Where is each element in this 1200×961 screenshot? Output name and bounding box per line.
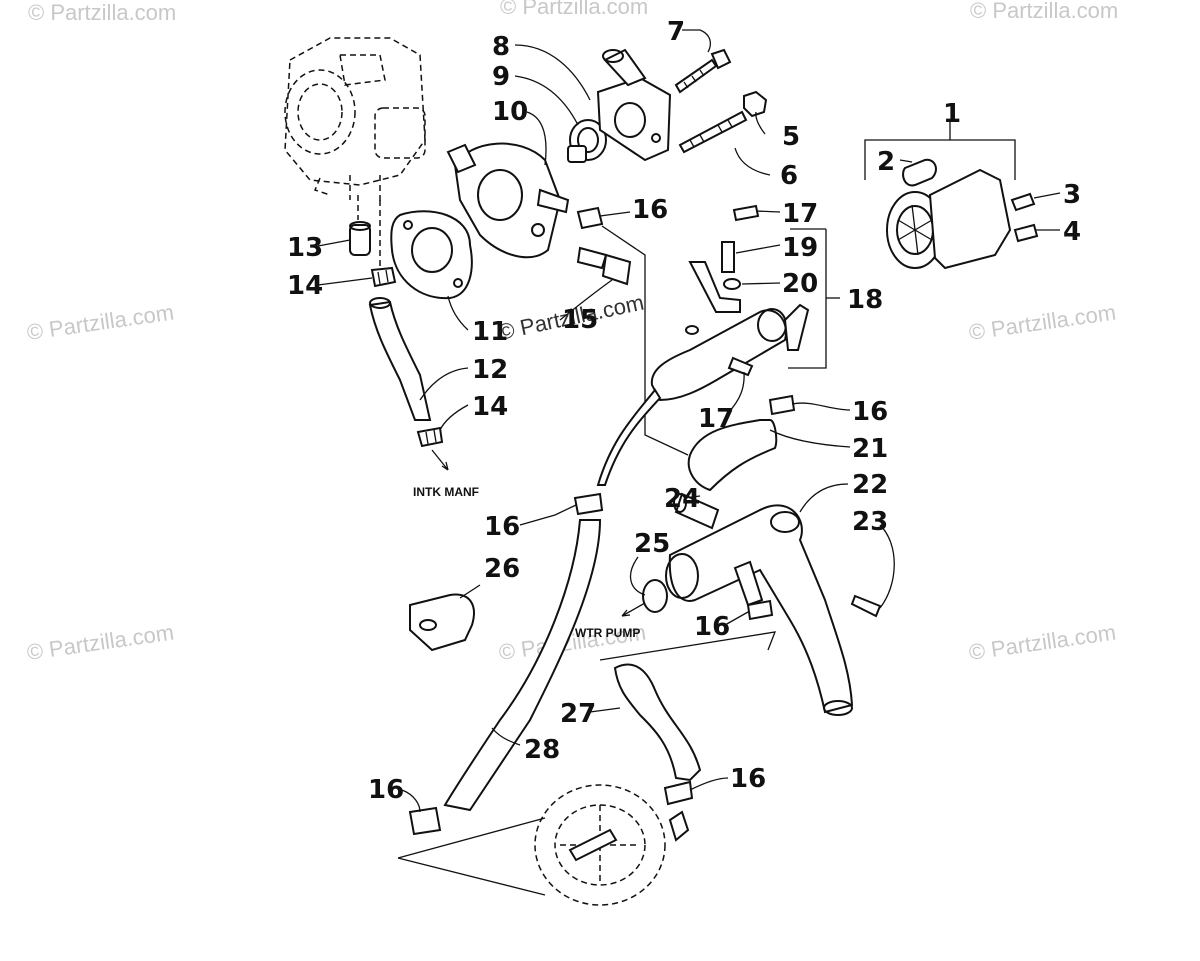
watermark-tr: © Partzilla.com: [970, 0, 1118, 23]
part-7-bolt: [674, 48, 732, 94]
part-14-clamp-upper: [370, 266, 397, 288]
leader-16-27: [599, 631, 777, 661]
part-8-outlet: [596, 48, 672, 162]
part-25-oring: [642, 579, 668, 613]
part-6-stud: [678, 110, 748, 154]
callout-16-e: 16: [368, 775, 404, 805]
watermark-tl: © Partzilla.com: [28, 0, 176, 25]
bottom-cooler: [534, 784, 690, 906]
part-1-water-pump: [864, 139, 1016, 270]
callout-22: 22: [852, 470, 888, 500]
callout-27: 27: [560, 699, 596, 729]
part-28-hose: [443, 519, 602, 812]
part-22-water-pipe: [665, 504, 854, 716]
part-16-clamp-e: [663, 780, 694, 806]
callout-1: 1: [943, 99, 961, 129]
callout-15: 15: [562, 305, 598, 335]
callout-16-d: 16: [694, 612, 730, 642]
callouts: 8 9 10 7 5 6 1 2 3 4 16 17 19 20 18 13 1…: [287, 17, 1081, 805]
part-27-hose: [613, 663, 702, 782]
part-21-hose: [687, 419, 778, 492]
watermark-mr: © Partzilla.com: [967, 300, 1117, 345]
part-12-hose: [368, 300, 432, 421]
part-13-hose: [349, 221, 371, 256]
callout-19: 19: [782, 233, 818, 263]
callout-14-a: 14: [287, 271, 323, 301]
part-16-clamp-c: [573, 492, 604, 516]
label-intk-manf: INTK MANF: [413, 485, 479, 499]
callout-4: 4: [1063, 217, 1081, 247]
part-26-bracket: [409, 593, 475, 652]
callout-7: 7: [667, 17, 685, 47]
part-14-clamp-lower: [416, 426, 444, 448]
callout-9: 9: [492, 62, 510, 92]
part-16-clamp-f: [408, 806, 442, 836]
callout-21: 21: [852, 434, 888, 464]
callout-26: 26: [484, 554, 520, 584]
part-17-bolt-lower: [727, 356, 754, 377]
callout-17-b: 17: [698, 404, 734, 434]
part-10-thermostat-housing: [446, 142, 570, 259]
callout-28: 28: [524, 735, 560, 765]
callout-12: 12: [472, 355, 508, 385]
watermark-tc: © Partzilla.com: [500, 0, 648, 19]
callout-18: 18: [847, 285, 883, 315]
callout-20: 20: [782, 269, 818, 299]
part-3-bolt: [1010, 192, 1036, 212]
callout-16-c: 16: [484, 512, 520, 542]
watermark-br: © Partzilla.com: [967, 620, 1117, 665]
callout-17-a: 17: [782, 199, 818, 229]
part-17-bolt-upper: [732, 204, 760, 222]
part-15-sensor: [576, 246, 632, 286]
callout-14-b: 14: [472, 392, 508, 422]
watermark-ml: © Partzilla.com: [25, 300, 175, 345]
part-19-bolt: [721, 241, 735, 273]
leader-lines: [317, 29, 1061, 813]
throttle-body: [284, 37, 426, 205]
part-16-clamp-b: [768, 394, 796, 416]
part-20-washer: [723, 278, 741, 290]
callout-10: 10: [492, 97, 528, 127]
callout-24: 24: [664, 484, 700, 514]
part-4-bolt: [1013, 223, 1039, 243]
label-wtr-pump: WTR PUMP: [575, 626, 640, 640]
callout-13: 13: [287, 233, 323, 263]
callout-11: 11: [472, 317, 508, 347]
callout-16-a: 16: [632, 195, 668, 225]
leader-bottom-16: [397, 817, 546, 896]
part-12-hose-end: [369, 297, 391, 309]
arrow-intk-manf: [431, 449, 449, 471]
part-16-clamp-d: [746, 599, 774, 621]
watermark-bl: © Partzilla.com: [25, 620, 175, 665]
part-11-gasket: [390, 210, 473, 300]
part-18-pipe-assembly: [596, 261, 810, 486]
callout-8: 8: [492, 32, 510, 62]
leader-bracket-16-21: [601, 225, 689, 456]
callout-16-f: 16: [730, 764, 766, 794]
arrow-wtr-pump: [621, 602, 646, 617]
part-9-thermostat: [567, 119, 607, 163]
callout-25: 25: [634, 529, 670, 559]
callout-16-b: 16: [852, 397, 888, 427]
callout-5: 5: [782, 122, 800, 152]
callout-2: 2: [877, 147, 895, 177]
part-23-bolt: [850, 594, 882, 618]
callout-23: 23: [852, 507, 888, 537]
part-5-nut: [743, 90, 768, 118]
part-24-end: [673, 493, 687, 513]
callout-3: 3: [1063, 180, 1081, 210]
bracket-1: [864, 139, 1016, 180]
callout-6: 6: [780, 161, 798, 191]
part-16-clamp-a: [576, 206, 604, 230]
